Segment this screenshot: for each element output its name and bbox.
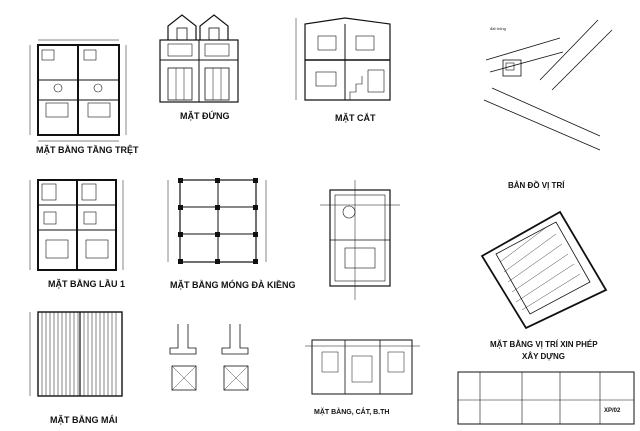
section-title: MẶT CẮT bbox=[335, 113, 376, 123]
title-block bbox=[457, 371, 635, 425]
septic-tank-plan bbox=[320, 180, 400, 300]
site-plan-title: MẶT BẰNG VỊ TRÍ XIN PHÉP bbox=[490, 340, 598, 349]
front-elevation bbox=[159, 14, 239, 103]
roof-plan bbox=[29, 311, 123, 397]
upper-floor-plan bbox=[29, 179, 124, 271]
septic-section bbox=[305, 339, 420, 395]
roof-title: MẶT BẰNG MÁI bbox=[50, 415, 118, 425]
footing-details bbox=[169, 324, 249, 391]
map-note: đất trống bbox=[490, 26, 506, 31]
site-location-map bbox=[483, 19, 613, 151]
site-plan bbox=[480, 210, 608, 330]
elevation-title: MẶT ĐỨNG bbox=[180, 110, 229, 121]
foundation-title: MẶT BẰNG MÓNG ĐÀ KIỀNG bbox=[170, 279, 296, 290]
upper-floor-title: MẶT BẰNG LẦU 1 bbox=[48, 279, 125, 289]
ground-floor-plan bbox=[29, 39, 127, 142]
septic-title: MẶT BẰNG, CẮT, B.TH bbox=[314, 407, 389, 416]
section-drawing bbox=[295, 17, 391, 101]
site-map-title: BẢN ĐỒ VỊ TRÍ bbox=[508, 180, 565, 190]
sheet-code: XP/02 bbox=[604, 408, 621, 414]
site-plan-title-line2: XÂY DỰNG bbox=[522, 352, 565, 361]
ground-floor-title: MẶT BẰNG TẦNG TRỆT bbox=[36, 144, 139, 155]
foundation-plan bbox=[167, 178, 267, 264]
